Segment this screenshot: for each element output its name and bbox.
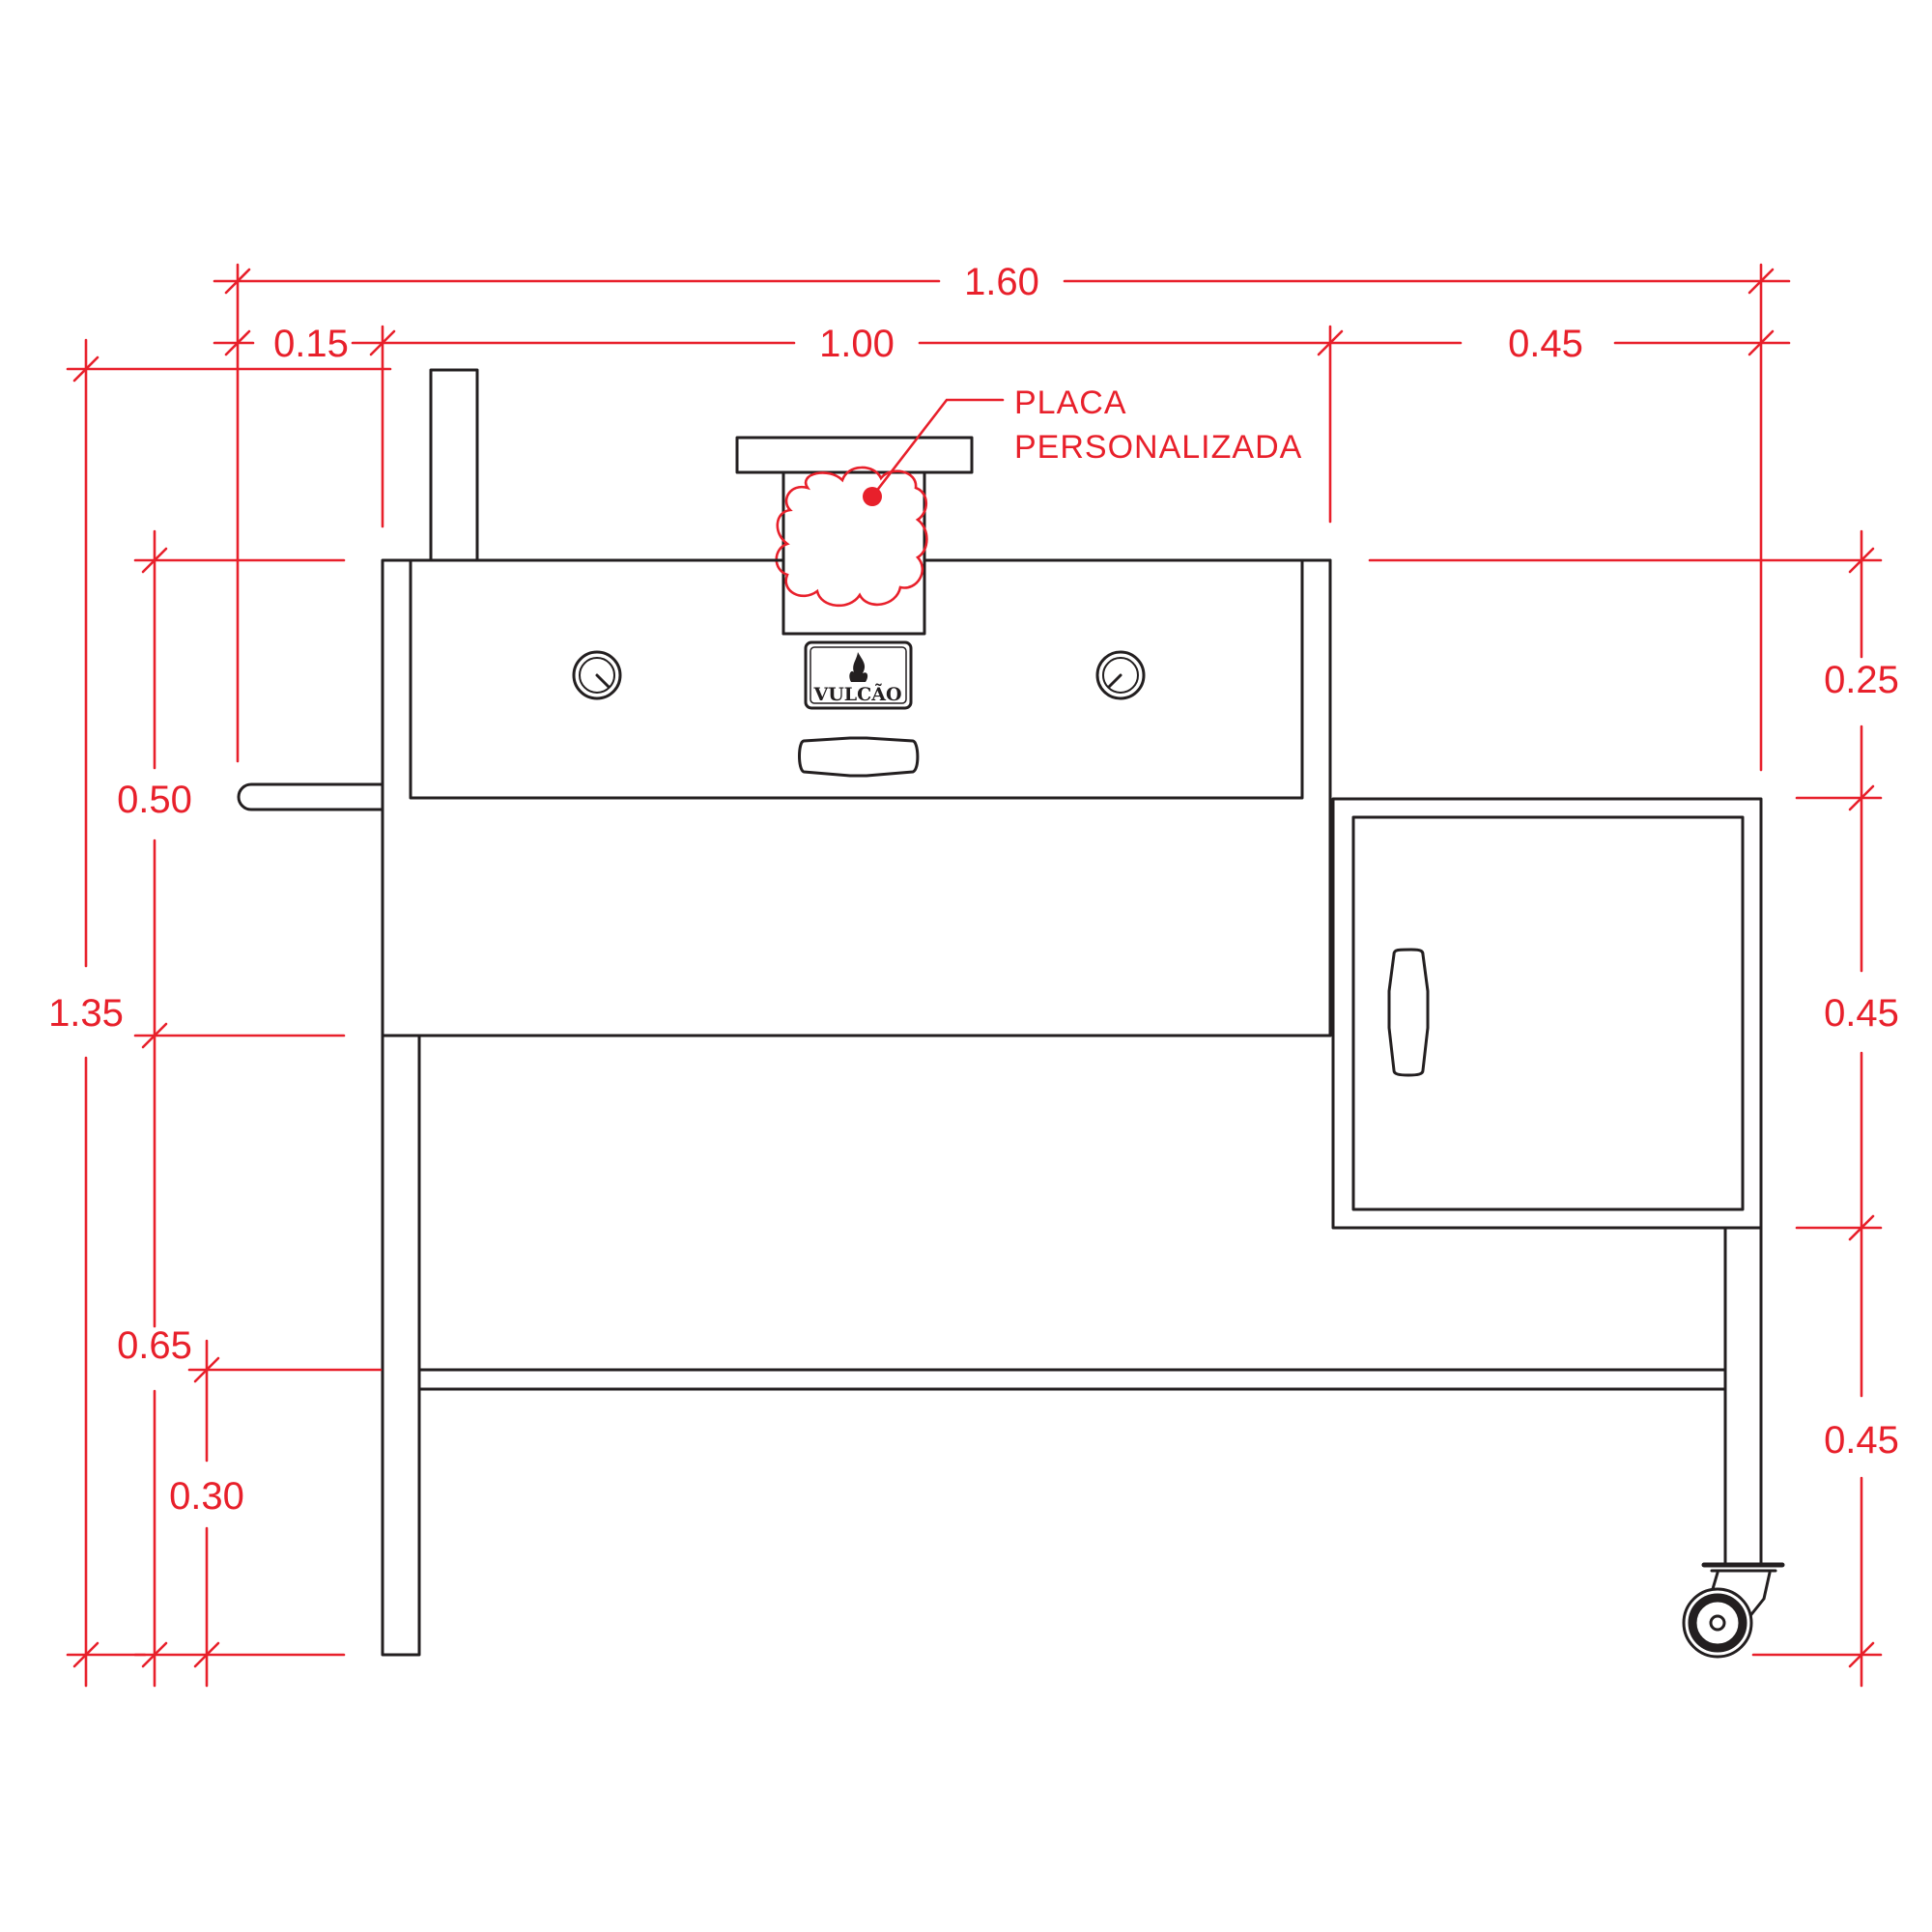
dim-right-cabinet: 0.45 bbox=[1824, 992, 1899, 1035]
plate-box bbox=[781, 470, 926, 636]
side-cabinet bbox=[1331, 797, 1763, 1230]
thermometer-right-icon bbox=[1095, 650, 1146, 700]
dim-right-top: 0.25 bbox=[1824, 659, 1899, 701]
flame-logo-icon bbox=[849, 652, 868, 682]
oven-door-panel bbox=[409, 558, 1304, 800]
thermometer-left-icon bbox=[572, 650, 622, 700]
plate-callout: PLACA PERSONALIZADA bbox=[1014, 384, 1302, 466]
left-leg bbox=[381, 1034, 421, 1657]
door-handle bbox=[798, 736, 920, 778]
right-leg bbox=[1723, 1226, 1763, 1567]
cabinet-door-handle bbox=[1387, 948, 1430, 1077]
brand-logo: VULCÃO bbox=[804, 640, 913, 710]
dim-oven-width: 1.00 bbox=[819, 323, 895, 365]
callout-line-1: PLACA bbox=[1014, 384, 1127, 421]
dim-chimney-offset: 0.15 bbox=[273, 323, 349, 365]
side-handle bbox=[237, 782, 384, 811]
dim-right-bottom: 0.45 bbox=[1824, 1419, 1899, 1462]
dim-oven-height: 0.50 bbox=[117, 779, 192, 821]
dim-total-width: 1.60 bbox=[964, 261, 1039, 303]
dim-lower-height: 0.65 bbox=[117, 1324, 192, 1367]
oven-body-outline bbox=[381, 558, 433, 1037]
chimney bbox=[429, 368, 479, 562]
plate-roof bbox=[735, 436, 974, 474]
dim-shelf-height: 0.30 bbox=[169, 1475, 244, 1518]
caster-wheel-icon bbox=[1682, 1562, 1785, 1659]
dim-cabinet-width: 0.45 bbox=[1508, 323, 1583, 365]
callout-line-2: PERSONALIZADA bbox=[1014, 429, 1302, 466]
dimension-lines bbox=[66, 263, 1883, 1688]
oven-cart: VULCÃO bbox=[237, 368, 1785, 1659]
callout-marker-icon bbox=[863, 487, 882, 506]
lower-shelf-bar bbox=[417, 1368, 1727, 1391]
dimension-labels: 1.60 0.15 1.00 0.45 1.35 0.50 0.65 0.30 … bbox=[48, 261, 1899, 1518]
cabinet-door bbox=[1351, 815, 1745, 1211]
custom-plate-cloud bbox=[775, 466, 928, 608]
dim-total-height: 1.35 bbox=[48, 992, 124, 1035]
logo-text: VULCÃO bbox=[812, 683, 901, 705]
